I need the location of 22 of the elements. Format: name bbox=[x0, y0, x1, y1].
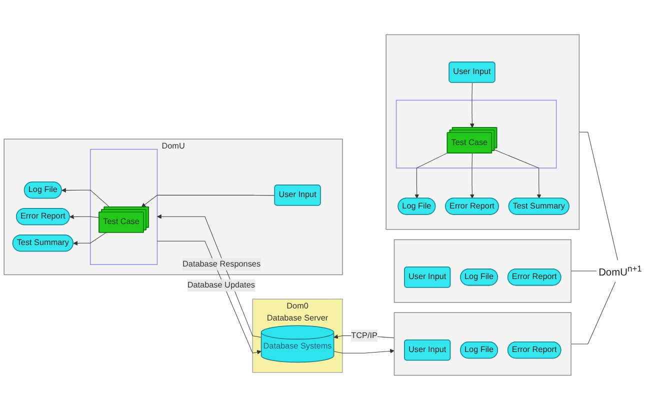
cluster bbox=[90, 148, 158, 265]
arrow bbox=[470, 153, 474, 199]
cluster bbox=[396, 100, 557, 168]
edge-label: Database Responses bbox=[182, 260, 261, 268]
arrow bbox=[69, 214, 100, 219]
edge-label: Database Updates bbox=[187, 280, 255, 290]
arrow bbox=[157, 214, 262, 338]
cluster bbox=[394, 239, 572, 303]
arrow bbox=[470, 82, 474, 128]
cluster bbox=[386, 34, 580, 230]
arrow bbox=[141, 194, 276, 208]
arrow bbox=[62, 188, 110, 208]
connector bbox=[570, 282, 616, 344]
arrow bbox=[156, 240, 262, 354]
arrow bbox=[334, 348, 394, 354]
arrow bbox=[494, 149, 542, 199]
node-text: DomU$^{n+1}$ bbox=[598, 264, 642, 278]
connector bbox=[578, 132, 618, 260]
edge-label: TCP/IP bbox=[351, 331, 378, 340]
cluster bbox=[394, 312, 572, 376]
arrow bbox=[73, 232, 106, 246]
arrow bbox=[414, 152, 448, 199]
